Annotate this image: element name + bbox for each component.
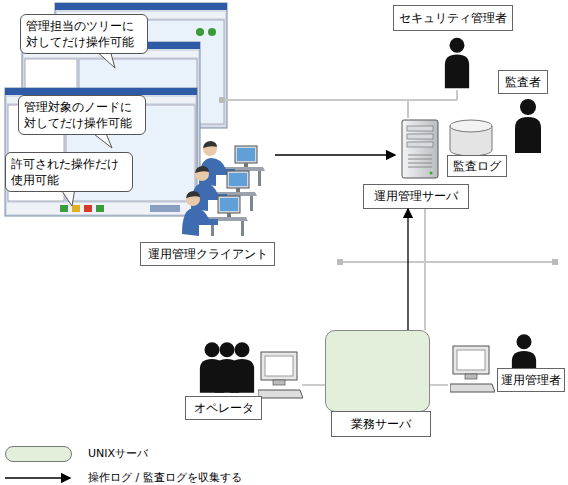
legend-arrow-sample <box>5 477 70 478</box>
unix-server-box: 業務サーバ <box>325 330 430 412</box>
node-text: 管理担当のツリーに 対してだけ操作可能 <box>26 18 142 50</box>
client-node: 運用管理クライアント <box>140 140 275 266</box>
node-text: セキュリティ管理者 <box>399 10 507 27</box>
node-label: オペレータ <box>185 396 262 420</box>
database-icon <box>450 120 492 132</box>
server-node: 運用管理サーバ <box>395 118 445 209</box>
operator-workstation <box>182 191 248 236</box>
network-end <box>219 97 225 103</box>
node-label: 業務サーバ <box>331 411 431 437</box>
node-label: 運用管理クライアント <box>140 242 275 266</box>
callout-box: 管理対象のノードに 対してだけ操作可能 <box>18 95 146 135</box>
server-icon <box>402 120 438 178</box>
node-text: 監査ログ <box>453 158 501 175</box>
network-end <box>552 259 558 265</box>
log-arrow <box>275 154 395 155</box>
operator-workstation <box>182 141 265 236</box>
person-icon <box>445 38 469 88</box>
node-text: 管理対象のノードに 対してだけ操作可能 <box>24 99 140 131</box>
server-icon <box>402 120 438 178</box>
screenshot-window <box>5 88 197 216</box>
screenshot-window <box>150 205 180 212</box>
pc-icon <box>258 352 303 398</box>
legend-arrow-sample <box>5 478 70 479</box>
node-text: 監査者 <box>505 74 541 91</box>
storage-label: 監査ログ <box>447 155 507 177</box>
screenshot-window <box>208 28 216 36</box>
network-line <box>407 100 409 118</box>
node-label: 運用管理者 <box>497 368 565 392</box>
database-icon <box>450 120 492 156</box>
callout-box: 許可された操作だけ 使用可能 <box>5 152 133 192</box>
network-line <box>222 90 555 330</box>
pc-icon <box>450 346 495 392</box>
network-end <box>219 97 558 265</box>
network-line <box>222 99 457 101</box>
legend-text: UNIXサーバ <box>88 446 148 462</box>
role-label: 監査者 <box>498 70 548 94</box>
user-node: オペレータ <box>185 340 302 420</box>
screenshot-window <box>72 205 80 212</box>
screenshot-window <box>60 205 68 212</box>
user-node: 運用管理者 <box>448 338 566 395</box>
screenshot-window <box>5 88 197 216</box>
screenshot-window <box>7 203 195 214</box>
person-icon <box>230 342 254 392</box>
person-icon <box>515 99 541 153</box>
screenshot-window <box>84 205 92 212</box>
node-label: 運用管理サーバ <box>363 184 469 209</box>
link-line <box>430 385 448 386</box>
network-line <box>456 90 458 100</box>
network-line <box>340 261 555 263</box>
role-label: セキュリティ管理者 <box>393 5 513 31</box>
network-end <box>337 259 343 265</box>
log-arrow <box>407 209 408 330</box>
screenshot-window <box>96 205 104 212</box>
screenshot-window <box>55 3 227 10</box>
legend-swatch <box>5 446 72 462</box>
callout-box: 管理担当のツリーに 対してだけ操作可能 <box>20 14 148 54</box>
node-text: 許可された操作だけ 使用可能 <box>11 156 127 188</box>
legend-text: 操作ログ / 監査ログを収集する <box>88 470 242 485</box>
screenshot-window <box>196 28 204 36</box>
link-line <box>302 385 325 386</box>
screenshot-window <box>5 88 197 95</box>
network-line <box>424 209 426 330</box>
